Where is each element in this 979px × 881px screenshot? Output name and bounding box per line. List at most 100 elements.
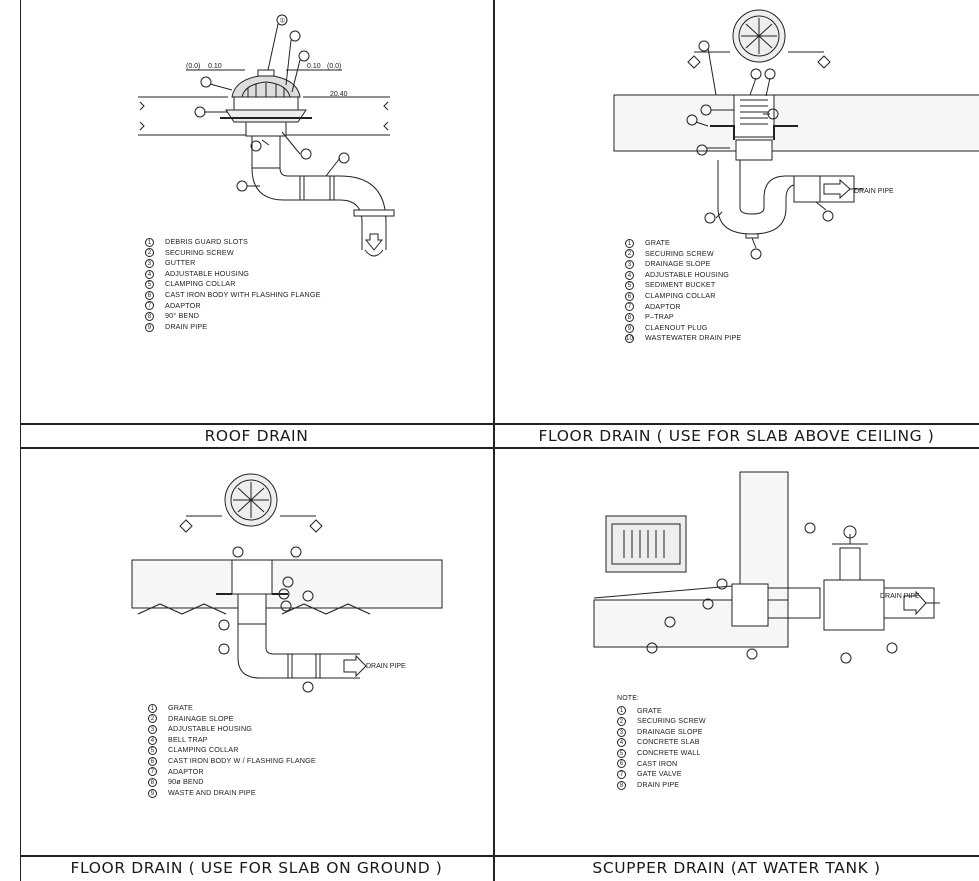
- legend-label: ADJUSTABLE HOUSING: [165, 268, 250, 278]
- roof-balloon-1: ①: [280, 17, 286, 25]
- legend-item: 5 CONCRETE WALL: [617, 748, 706, 759]
- legend-number: 5: [145, 280, 154, 290]
- legend-number: 8: [148, 777, 157, 787]
- roof-dim-4: (0.0): [327, 63, 341, 70]
- legend-number: 1: [145, 237, 154, 247]
- legend-label: GATE VALVE: [637, 769, 682, 779]
- legend-item: 7 ADAPTOR: [148, 767, 316, 778]
- legend-item: 4 ADJUSTABLE HOUSING: [625, 270, 741, 281]
- legend-label: ADAPTOR: [165, 300, 201, 310]
- legend-number: 1: [617, 706, 626, 716]
- legend-label: ADAPTOR: [645, 301, 681, 311]
- legend-item: 7 ADAPTOR: [145, 301, 321, 312]
- legend-label: 90° BEND: [165, 311, 200, 321]
- legend-number: 6: [625, 291, 634, 301]
- legend-roof-drain: 1 DEBRIS GUARD SLOTS 2 SECURING SCREW 3 GUTTE…: [145, 237, 321, 332]
- roof-dim-5: 20.40: [330, 91, 348, 98]
- legend-number: 4: [617, 738, 626, 748]
- legend-item: 4 BELL TRAP: [148, 735, 316, 746]
- legend-number: 4: [148, 735, 157, 745]
- legend-number: 3: [145, 258, 154, 268]
- legend-label: CAST IRON BODY WITH FLASHING FLANGE: [165, 289, 321, 299]
- legend-item: 4 ADJUSTABLE HOUSING: [145, 269, 321, 280]
- legend-label: SECURING SCREW: [637, 716, 706, 726]
- legend-number: 2: [145, 248, 154, 258]
- legend-label: DEBRIS GUARD SLOTS: [165, 237, 248, 246]
- legend-number: 4: [145, 269, 154, 279]
- legend-item: 3 GUTTER: [145, 258, 321, 269]
- roof-dim-3: 0.10: [307, 63, 321, 70]
- legend-number: 7: [148, 767, 157, 777]
- horizontal-divider: [20, 447, 979, 449]
- legend-label: DRAINAGE SLOPE: [637, 726, 703, 736]
- legend-label: DRAIN PIPE: [165, 321, 208, 331]
- legend-number: 7: [625, 302, 634, 312]
- legend-label: GRATE: [168, 703, 193, 712]
- legend-item: 1 GRATE: [625, 238, 741, 249]
- legend-number: 2: [625, 249, 634, 259]
- legend-label: ADAPTOR: [168, 766, 204, 776]
- scupper-pipe-label: DRAIN PIPE: [880, 593, 920, 600]
- caption-line-bottom: [20, 855, 979, 857]
- floor-drain-ground-drawing: DRAIN PIPE: [131, 473, 443, 693]
- legend-number: 6: [617, 759, 626, 769]
- vertical-divider: [493, 0, 495, 881]
- legend-item: 8 90ø BEND: [148, 777, 316, 788]
- legend-label: CONCRETE WALL: [637, 747, 701, 757]
- legend-label: CLAMPING COLLAR: [165, 279, 236, 289]
- legend-note: NOTE:: [617, 695, 640, 702]
- roof-dim-2: 0.10: [208, 63, 222, 70]
- legend-label: 90ø BEND: [168, 777, 204, 787]
- legend-number: 1: [625, 238, 634, 248]
- roof-dim-1: (0.0): [186, 63, 200, 70]
- legend-number: 9: [145, 322, 154, 332]
- legend-label: GRATE: [645, 238, 670, 247]
- legend-label: SECURING SCREW: [645, 248, 714, 258]
- legend-label: SECURING SCREW: [165, 247, 234, 257]
- legend-number: 3: [617, 727, 626, 737]
- legend-item: 5 CLAMPING COLLAR: [145, 279, 321, 290]
- legend-label: P–TRAP: [645, 312, 674, 322]
- legend-item: 1 GRATE: [617, 706, 706, 717]
- legend-number: 3: [148, 724, 157, 734]
- legend-item: 7 ADAPTOR: [625, 302, 741, 313]
- legend-number: 5: [617, 748, 626, 758]
- legend-label: CAST IRON BODY W / FLASHING FLANGE: [168, 755, 316, 765]
- legend-label: WASTE AND DRAIN PIPE: [168, 787, 256, 797]
- legend-number: 3: [625, 259, 634, 269]
- caption-floor-drain-ceiling: FLOOR DRAIN ( USE FOR SLAB ABOVE CEILING…: [538, 427, 935, 445]
- legend-item: 2 SECURING SCREW: [625, 249, 741, 260]
- legend-label: GRATE: [637, 705, 662, 715]
- legend-number: 8: [145, 311, 154, 321]
- legend-number: 7: [145, 301, 154, 311]
- roof-drain-drawing: ① (0.0) 0.10 0.10 (0.0) 20.40: [138, 14, 395, 257]
- legend-number: 6: [148, 756, 157, 766]
- legend-label: ADJUSTABLE HOUSING: [645, 269, 730, 279]
- legend-number: 5: [148, 746, 157, 756]
- legend-number: 2: [148, 714, 157, 724]
- legend-number: 10: [625, 334, 634, 344]
- legend-label: CLAMPING COLLAR: [168, 745, 239, 755]
- legend-label: SEDIMENT BUCKET: [645, 280, 716, 290]
- legend-label: BELL TRAP: [168, 734, 208, 744]
- ceiling-pipe-label: DRAIN PIPE: [854, 188, 894, 195]
- legend-number: 4: [625, 270, 634, 280]
- legend-item: 9 DRAIN PIPE: [145, 322, 321, 333]
- caption-roof-drain: ROOF DRAIN: [204, 427, 309, 445]
- caption-scupper-drain: SCUPPER DRAIN (AT WATER TANK ): [592, 859, 881, 877]
- legend-label: GUTTER: [165, 258, 196, 268]
